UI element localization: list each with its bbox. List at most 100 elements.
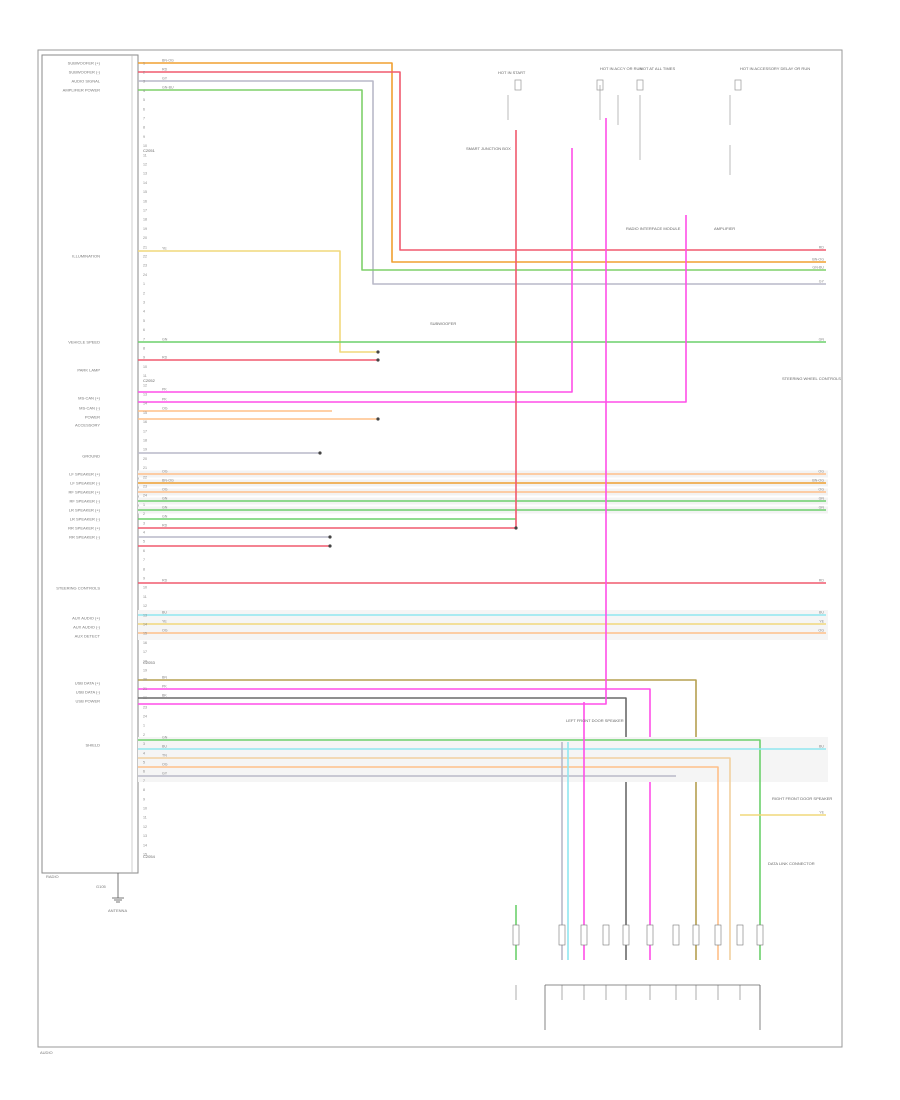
- pin-number: 2: [143, 733, 145, 737]
- antenna-label: ANTENNA: [108, 908, 127, 913]
- annotation: SUBWOOFER: [430, 321, 456, 326]
- wires-layer: [138, 62, 828, 1000]
- pins-layer: 1234567891011121314151617181920212223241…: [143, 61, 147, 856]
- wire-accessory: [138, 215, 687, 403]
- pin-number: 16: [143, 420, 147, 424]
- pin-number: 14: [143, 181, 147, 185]
- pin-number: 6: [143, 549, 145, 553]
- wire-illumination: [138, 250, 378, 353]
- pin-number: 23: [143, 485, 147, 489]
- wire-color-code: GN: [162, 506, 168, 510]
- fuse-icon: [596, 79, 604, 91]
- terminal-icon: [622, 924, 630, 946]
- pin-number: 5: [143, 761, 145, 765]
- wire-color-code: BU: [162, 611, 167, 615]
- pin-number: 13: [143, 172, 147, 176]
- pin-number: 4: [143, 89, 145, 93]
- pin-number: 1: [143, 61, 145, 65]
- pin-number: 9: [143, 577, 145, 581]
- wire-amp-power: [138, 89, 826, 271]
- wire-color-code: RD: [162, 524, 168, 528]
- pin-number: 1: [143, 282, 145, 286]
- annotation: HOT AT ALL TIMES: [640, 66, 675, 71]
- pin-number: 22: [143, 475, 147, 479]
- wire-color-code: OG: [818, 629, 824, 633]
- pin-number: 23: [143, 264, 147, 268]
- pin-label: AMPLIFIER POWER: [63, 87, 100, 92]
- wire-color-code: GN: [819, 506, 825, 510]
- terminal-icon: [714, 924, 722, 946]
- pin-number: 14: [143, 843, 147, 847]
- pin-number: 15: [143, 190, 147, 194]
- pin-number: 9: [143, 797, 145, 801]
- terminal-icon: [558, 924, 566, 946]
- pin-label: LF SPEAKER (+): [69, 471, 100, 476]
- wire-shield: [138, 118, 607, 705]
- annotation: HOT IN START: [498, 70, 526, 75]
- pin-number: 14: [143, 402, 147, 406]
- connector-label: C2053: [143, 660, 156, 665]
- pin-number: 12: [143, 163, 147, 167]
- terminal-icon: [692, 924, 700, 946]
- wire-subwoofer-pos: [138, 62, 826, 263]
- pin-number: 1: [143, 503, 145, 507]
- fuse-icon: [636, 79, 644, 91]
- pin-number: 10: [143, 807, 147, 811]
- pin-number: 17: [143, 209, 147, 213]
- pin-number: 11: [143, 374, 147, 378]
- wire-color-code: GN: [819, 338, 825, 342]
- pin-number: 3: [143, 80, 145, 84]
- annotation: RADIO INTERFACE MODULE: [626, 226, 681, 231]
- pin-label: POWER: [85, 414, 100, 419]
- pin-number: 10: [143, 365, 147, 369]
- pin-number: 15: [143, 853, 147, 857]
- wire-color-code: BN-OG: [162, 479, 174, 483]
- pin-number: 19: [143, 227, 147, 231]
- pin-label: RR SPEAKER (-): [69, 534, 101, 539]
- pin-number: 21: [143, 466, 147, 470]
- splice-dot: [376, 350, 380, 354]
- wire-color-code: RD: [162, 579, 168, 583]
- wire-color-code: BN-OG: [812, 258, 824, 262]
- connector-label: C2051: [143, 148, 156, 153]
- terminal-icon: [736, 924, 744, 946]
- pin-number: 10: [143, 586, 147, 590]
- pin-number: 6: [143, 107, 145, 111]
- pin-number: 7: [143, 558, 145, 562]
- wire-color-code: OG: [818, 470, 824, 474]
- pin-number: 11: [143, 816, 147, 820]
- wire-color-code: GN: [162, 497, 168, 501]
- pin-number: 19: [143, 448, 147, 452]
- pin-number: 21: [143, 687, 147, 691]
- wire-color-code: BU: [162, 745, 167, 749]
- pin-label: LR SPEAKER (-): [70, 516, 101, 521]
- terminal-icon: [580, 924, 588, 946]
- pin-number: 17: [143, 429, 147, 433]
- annotation: HOT IN ACCY OR RUN: [600, 66, 642, 71]
- pin-label: ILLUMINATION: [72, 253, 100, 258]
- pin-number: 19: [143, 669, 147, 673]
- pin-number: 24: [143, 273, 147, 277]
- labels-layer: SUBWOOFER (+)SUBWOOFER (-)AUDIO SIGNALAM…: [56, 59, 841, 867]
- terminal-icon: [512, 924, 520, 946]
- pin-number: 5: [143, 98, 145, 102]
- pin-number: 2: [143, 291, 145, 295]
- pin-label: LF SPEAKER (-): [70, 480, 100, 485]
- pin-number: 15: [143, 411, 147, 415]
- terminal-icon: [756, 924, 764, 946]
- wire-power: [138, 148, 573, 393]
- annotation: DATA LINK CONNECTOR: [768, 861, 815, 866]
- pin-number: 24: [143, 715, 147, 719]
- wire-color-code: BU: [819, 745, 824, 749]
- wire-color-code: YE: [819, 811, 824, 815]
- pin-label: RF SPEAKER (+): [69, 489, 101, 494]
- bottom-connector: [544, 984, 761, 1030]
- wire-lower-4: [138, 766, 719, 960]
- pin-label: SHIELD: [86, 742, 101, 747]
- pin-number: 15: [143, 632, 147, 636]
- pin-label: GROUND: [82, 453, 100, 458]
- wire-lower-1: [138, 739, 761, 960]
- pin-label: MS-CAN (-): [79, 405, 101, 410]
- fuse-icon: [734, 79, 742, 91]
- wire-color-code: GN-BU: [812, 266, 824, 270]
